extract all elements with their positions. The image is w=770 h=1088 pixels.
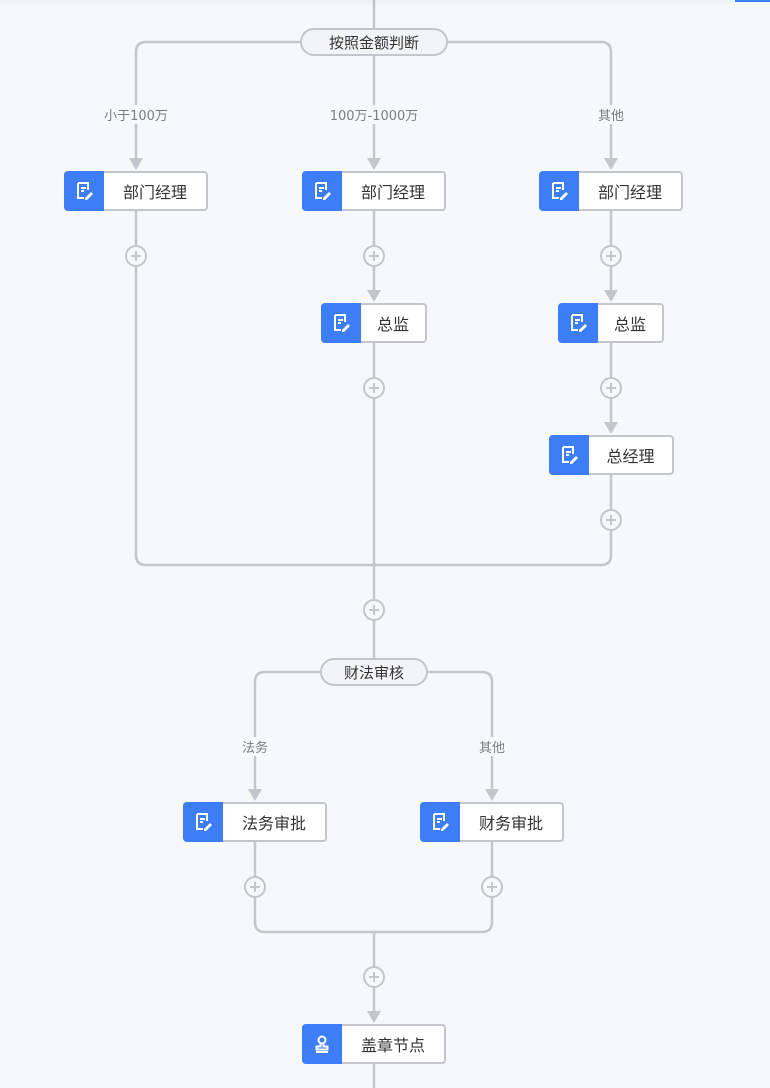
stamp-node[interactable]: 盖章节点 <box>302 1024 446 1064</box>
add-node-button[interactable] <box>363 377 385 399</box>
arrow <box>248 789 262 801</box>
condition-label: 按照金额判断 <box>328 33 419 52</box>
approval-edit-icon <box>64 171 104 211</box>
connector <box>374 475 613 567</box>
connector <box>134 40 300 160</box>
arrow <box>604 158 618 170</box>
approval-node[interactable]: 部门经理 <box>64 171 208 211</box>
node-title: 总监 <box>376 315 409 334</box>
node-title: 总经理 <box>606 447 655 466</box>
top-accent-bar <box>735 0 770 2</box>
connector <box>253 670 320 790</box>
add-node-button[interactable] <box>244 876 266 898</box>
connector <box>448 40 613 160</box>
add-node-button[interactable] <box>363 599 385 621</box>
node-title: 法务审批 <box>241 814 306 833</box>
add-node-button[interactable] <box>125 245 147 267</box>
approval-node[interactable]: 总监 <box>321 303 427 343</box>
arrow <box>367 1011 381 1023</box>
connector <box>253 842 494 934</box>
approval-node[interactable]: 部门经理 <box>302 171 446 211</box>
arrow <box>367 290 381 302</box>
condition-node-amount[interactable]: 按照金额判断 <box>300 28 448 56</box>
approval-node[interactable]: 法务审批 <box>183 802 327 842</box>
branch-label[interactable]: 其他 <box>595 105 627 124</box>
approval-edit-icon <box>558 303 598 343</box>
node-title: 部门经理 <box>122 183 187 202</box>
approval-node[interactable]: 总监 <box>558 303 664 343</box>
branch-label[interactable]: 小于100万 <box>102 105 170 124</box>
approval-edit-icon <box>549 435 589 475</box>
branch-label[interactable]: 其他 <box>476 737 508 756</box>
approval-edit-icon <box>539 171 579 211</box>
condition-node-finance-legal[interactable]: 财法审核 <box>320 658 428 686</box>
node-title: 部门经理 <box>360 183 425 202</box>
approval-node[interactable]: 部门经理 <box>539 171 683 211</box>
top-bar <box>0 0 770 6</box>
add-node-button[interactable] <box>481 876 503 898</box>
stamp-icon <box>302 1024 342 1064</box>
approval-edit-icon <box>302 171 342 211</box>
connector <box>428 670 494 790</box>
arrow <box>604 422 618 434</box>
arrow <box>367 158 381 170</box>
arrow <box>129 158 143 170</box>
approval-edit-icon <box>183 802 223 842</box>
add-node-button[interactable] <box>363 245 385 267</box>
add-node-button[interactable] <box>363 966 385 988</box>
approval-edit-icon <box>321 303 361 343</box>
branch-label[interactable]: 100万-1000万 <box>327 105 421 124</box>
node-title: 盖章节点 <box>360 1036 425 1055</box>
node-title: 总监 <box>613 315 646 334</box>
add-node-button[interactable] <box>600 509 622 531</box>
node-title: 部门经理 <box>597 183 662 202</box>
condition-label: 财法审核 <box>343 663 404 682</box>
approval-node[interactable]: 总经理 <box>549 435 674 475</box>
arrow <box>604 290 618 302</box>
arrow <box>485 789 499 801</box>
node-title: 财务审批 <box>478 814 543 833</box>
add-node-button[interactable] <box>600 245 622 267</box>
approval-edit-icon <box>420 802 460 842</box>
branch-label[interactable]: 法务 <box>239 737 271 756</box>
approval-node[interactable]: 财务审批 <box>420 802 564 842</box>
connector <box>134 211 374 567</box>
add-node-button[interactable] <box>600 377 622 399</box>
